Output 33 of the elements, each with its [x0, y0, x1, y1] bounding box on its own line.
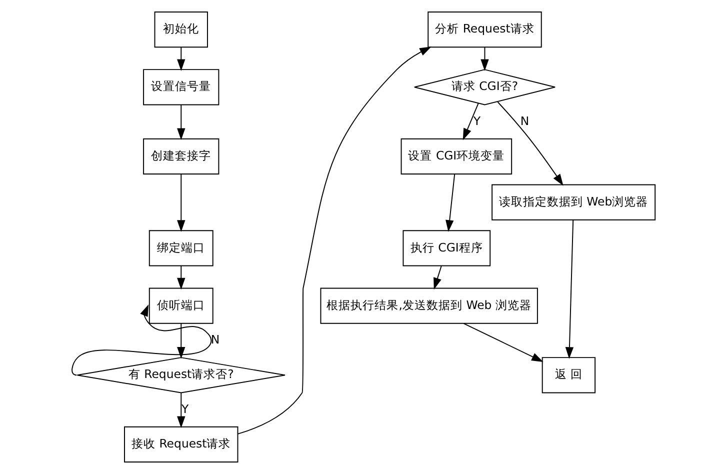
node-box: 设置信号量 — [142, 69, 219, 106]
arrow — [176, 265, 185, 290]
node-box: 接收 Request请求 — [124, 426, 238, 463]
edge-label: Y — [180, 402, 188, 416]
node-box: 设置 CGI环境变量 — [400, 138, 512, 175]
arrow — [445, 174, 455, 232]
arrow — [564, 220, 574, 359]
arrow — [176, 392, 185, 428]
arrow — [480, 46, 488, 71]
arrow — [496, 102, 563, 186]
node-box: 读取指定数据到 Web浏览器 — [491, 184, 656, 220]
node-box: 分析 Request请求 — [427, 11, 542, 48]
arrow — [176, 104, 185, 140]
node-box: 根据执行结果,发送数据到 Web 浏览器 — [320, 288, 538, 324]
arrow — [176, 46, 185, 71]
arrow — [433, 265, 442, 290]
arrow — [176, 174, 185, 232]
node-diamond: 有 Request请求否? — [76, 357, 285, 394]
node-box: 绑定端口 — [148, 230, 213, 266]
edge-label: N — [210, 332, 220, 347]
edge-label: N — [520, 114, 529, 128]
arrow — [71, 304, 212, 376]
node-box: 侦听端口 — [148, 288, 213, 324]
node-box: 初始化 — [154, 11, 208, 48]
node-diamond: 请求 CGI否? — [413, 69, 556, 106]
arrow — [462, 322, 543, 362]
node-box: 执行 CGI程序 — [402, 230, 490, 266]
node-box: 创建套接字 — [142, 138, 219, 175]
node-box: 返 回 — [541, 357, 596, 394]
arrow — [236, 46, 431, 434]
arrow — [462, 102, 478, 140]
edge-label: Y — [472, 114, 480, 128]
arrow — [176, 322, 185, 359]
